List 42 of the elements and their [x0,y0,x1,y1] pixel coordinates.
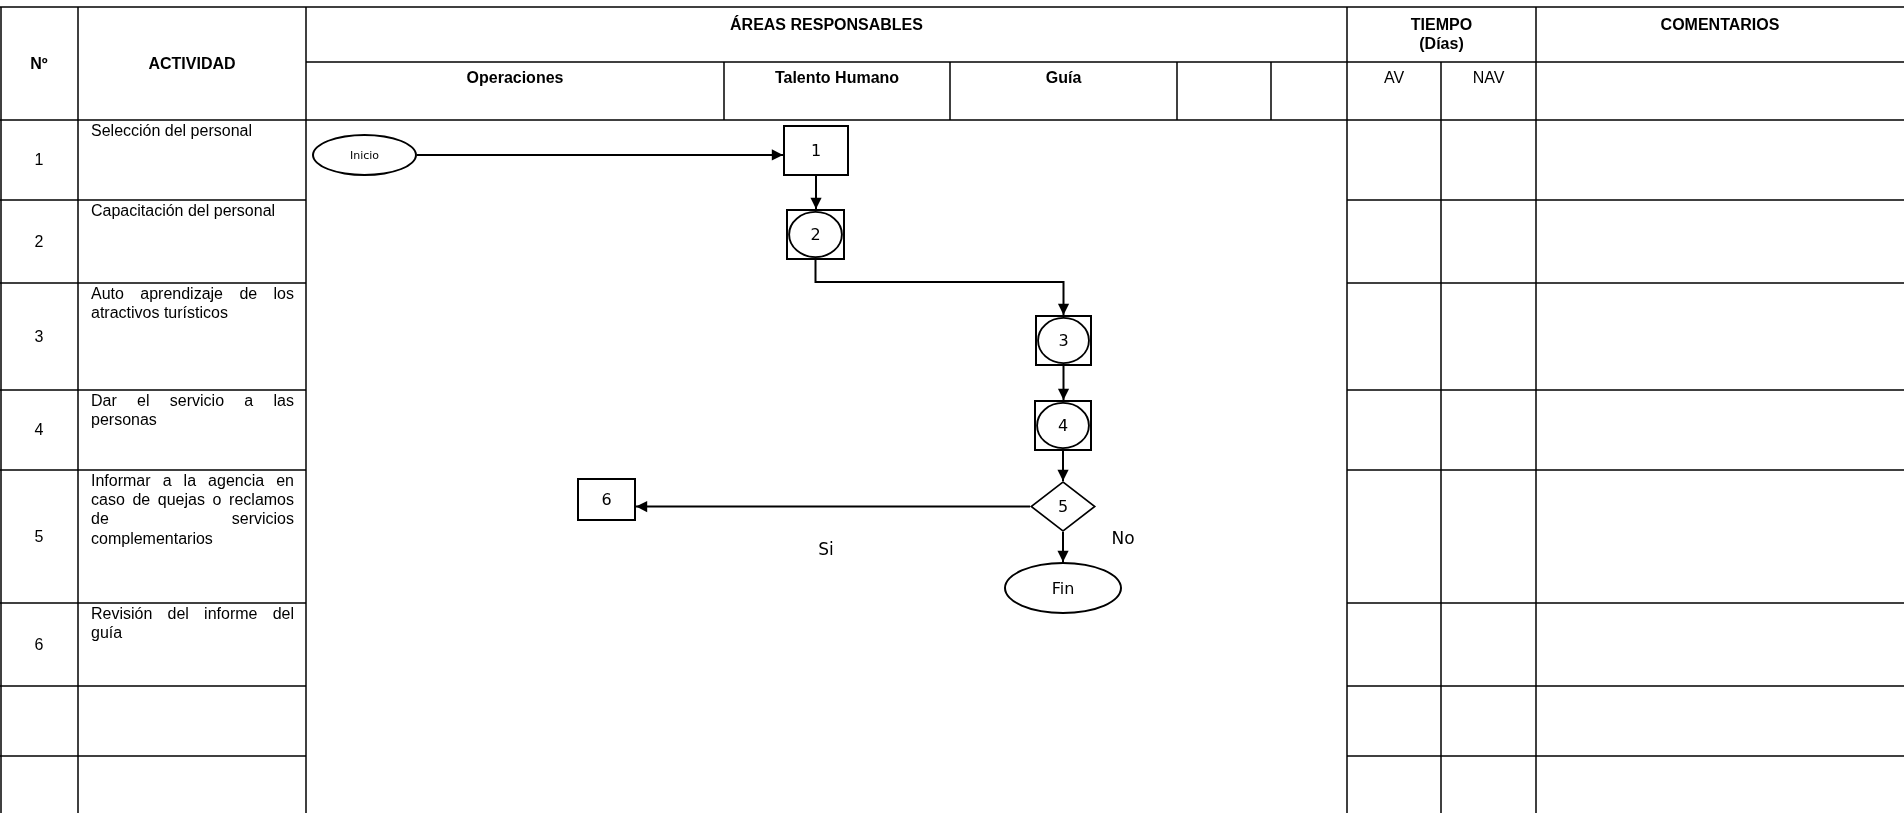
column-header: TIEMPO (Días) [1409,15,1474,54]
arrow [416,149,784,161]
column-header: ÁREAS RESPONSABLES [730,15,923,35]
node-label: 4 [1057,416,1069,435]
node-label: Inicio [349,148,380,162]
process-circle-box [1035,315,1092,366]
row-number: 4 [34,420,44,440]
activity-text: Capacitación del personal [91,201,277,221]
arrow [635,500,1031,513]
column-header: ACTIVIDAD [148,53,236,74]
process-circle-box [1034,400,1092,451]
arrow [814,259,1070,316]
process-box [783,125,849,176]
activity-text: Dar el servicio a las personas [91,391,294,430]
node-label: Fin [1051,578,1075,598]
node-label: 1 [810,141,822,160]
arrow [810,175,822,210]
row-number: 6 [34,634,44,655]
row-number: 5 [34,526,44,547]
activity-text: Informar a la agencia en caso de quejas o reclamos de servicios complementarios [91,471,294,548]
column-header: COMENTARIOS [1660,15,1780,35]
lane-header: Operaciones [466,68,564,88]
arrow [1057,365,1070,401]
column-header: AV [1383,68,1405,88]
process-box [577,478,636,521]
node-label: 6 [601,490,612,509]
node-label: 5 [1057,497,1069,516]
lane-header: Talento Humano [774,68,900,88]
row-number: 2 [34,231,44,252]
activity-text: Revisión del informe del guía [91,604,294,643]
column-header: NAV [1472,68,1505,88]
activity-text: Auto aprendizaje de los atractivos turísticos [91,284,294,323]
process-circle-box [786,209,845,260]
arrow [1057,531,1069,563]
node-label: 3 [1058,331,1069,350]
row-number: 1 [34,150,44,170]
arrow [1057,450,1069,482]
column-header: Nº [30,53,48,74]
node-label: 2 [810,225,821,244]
lane-header: Guía [1045,68,1082,88]
activity-text: Selección del personal [91,121,253,141]
row-number: 3 [34,326,44,347]
